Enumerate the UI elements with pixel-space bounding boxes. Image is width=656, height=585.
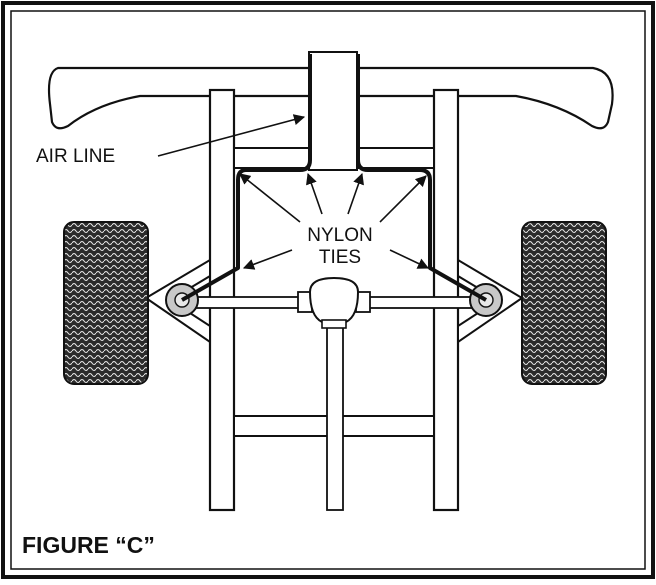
nylon-label: NYLON xyxy=(307,225,372,246)
nylon-tie-arrows xyxy=(239,172,430,270)
center-post xyxy=(308,51,358,171)
right-wheel xyxy=(521,221,607,385)
differential-housing xyxy=(308,276,360,323)
driveshaft xyxy=(326,325,344,511)
left-wheel xyxy=(63,221,149,385)
air-line-leader xyxy=(157,114,306,157)
figure-caption: FIGURE “C” xyxy=(22,532,155,558)
ties-label: TIES xyxy=(319,247,361,268)
air-line-label: AIR LINE xyxy=(36,146,115,167)
air-line-right xyxy=(356,54,487,302)
differential-pinion xyxy=(321,319,347,329)
inner-frame xyxy=(10,10,646,570)
front-bumper xyxy=(47,66,614,130)
air-line-left xyxy=(181,54,312,302)
